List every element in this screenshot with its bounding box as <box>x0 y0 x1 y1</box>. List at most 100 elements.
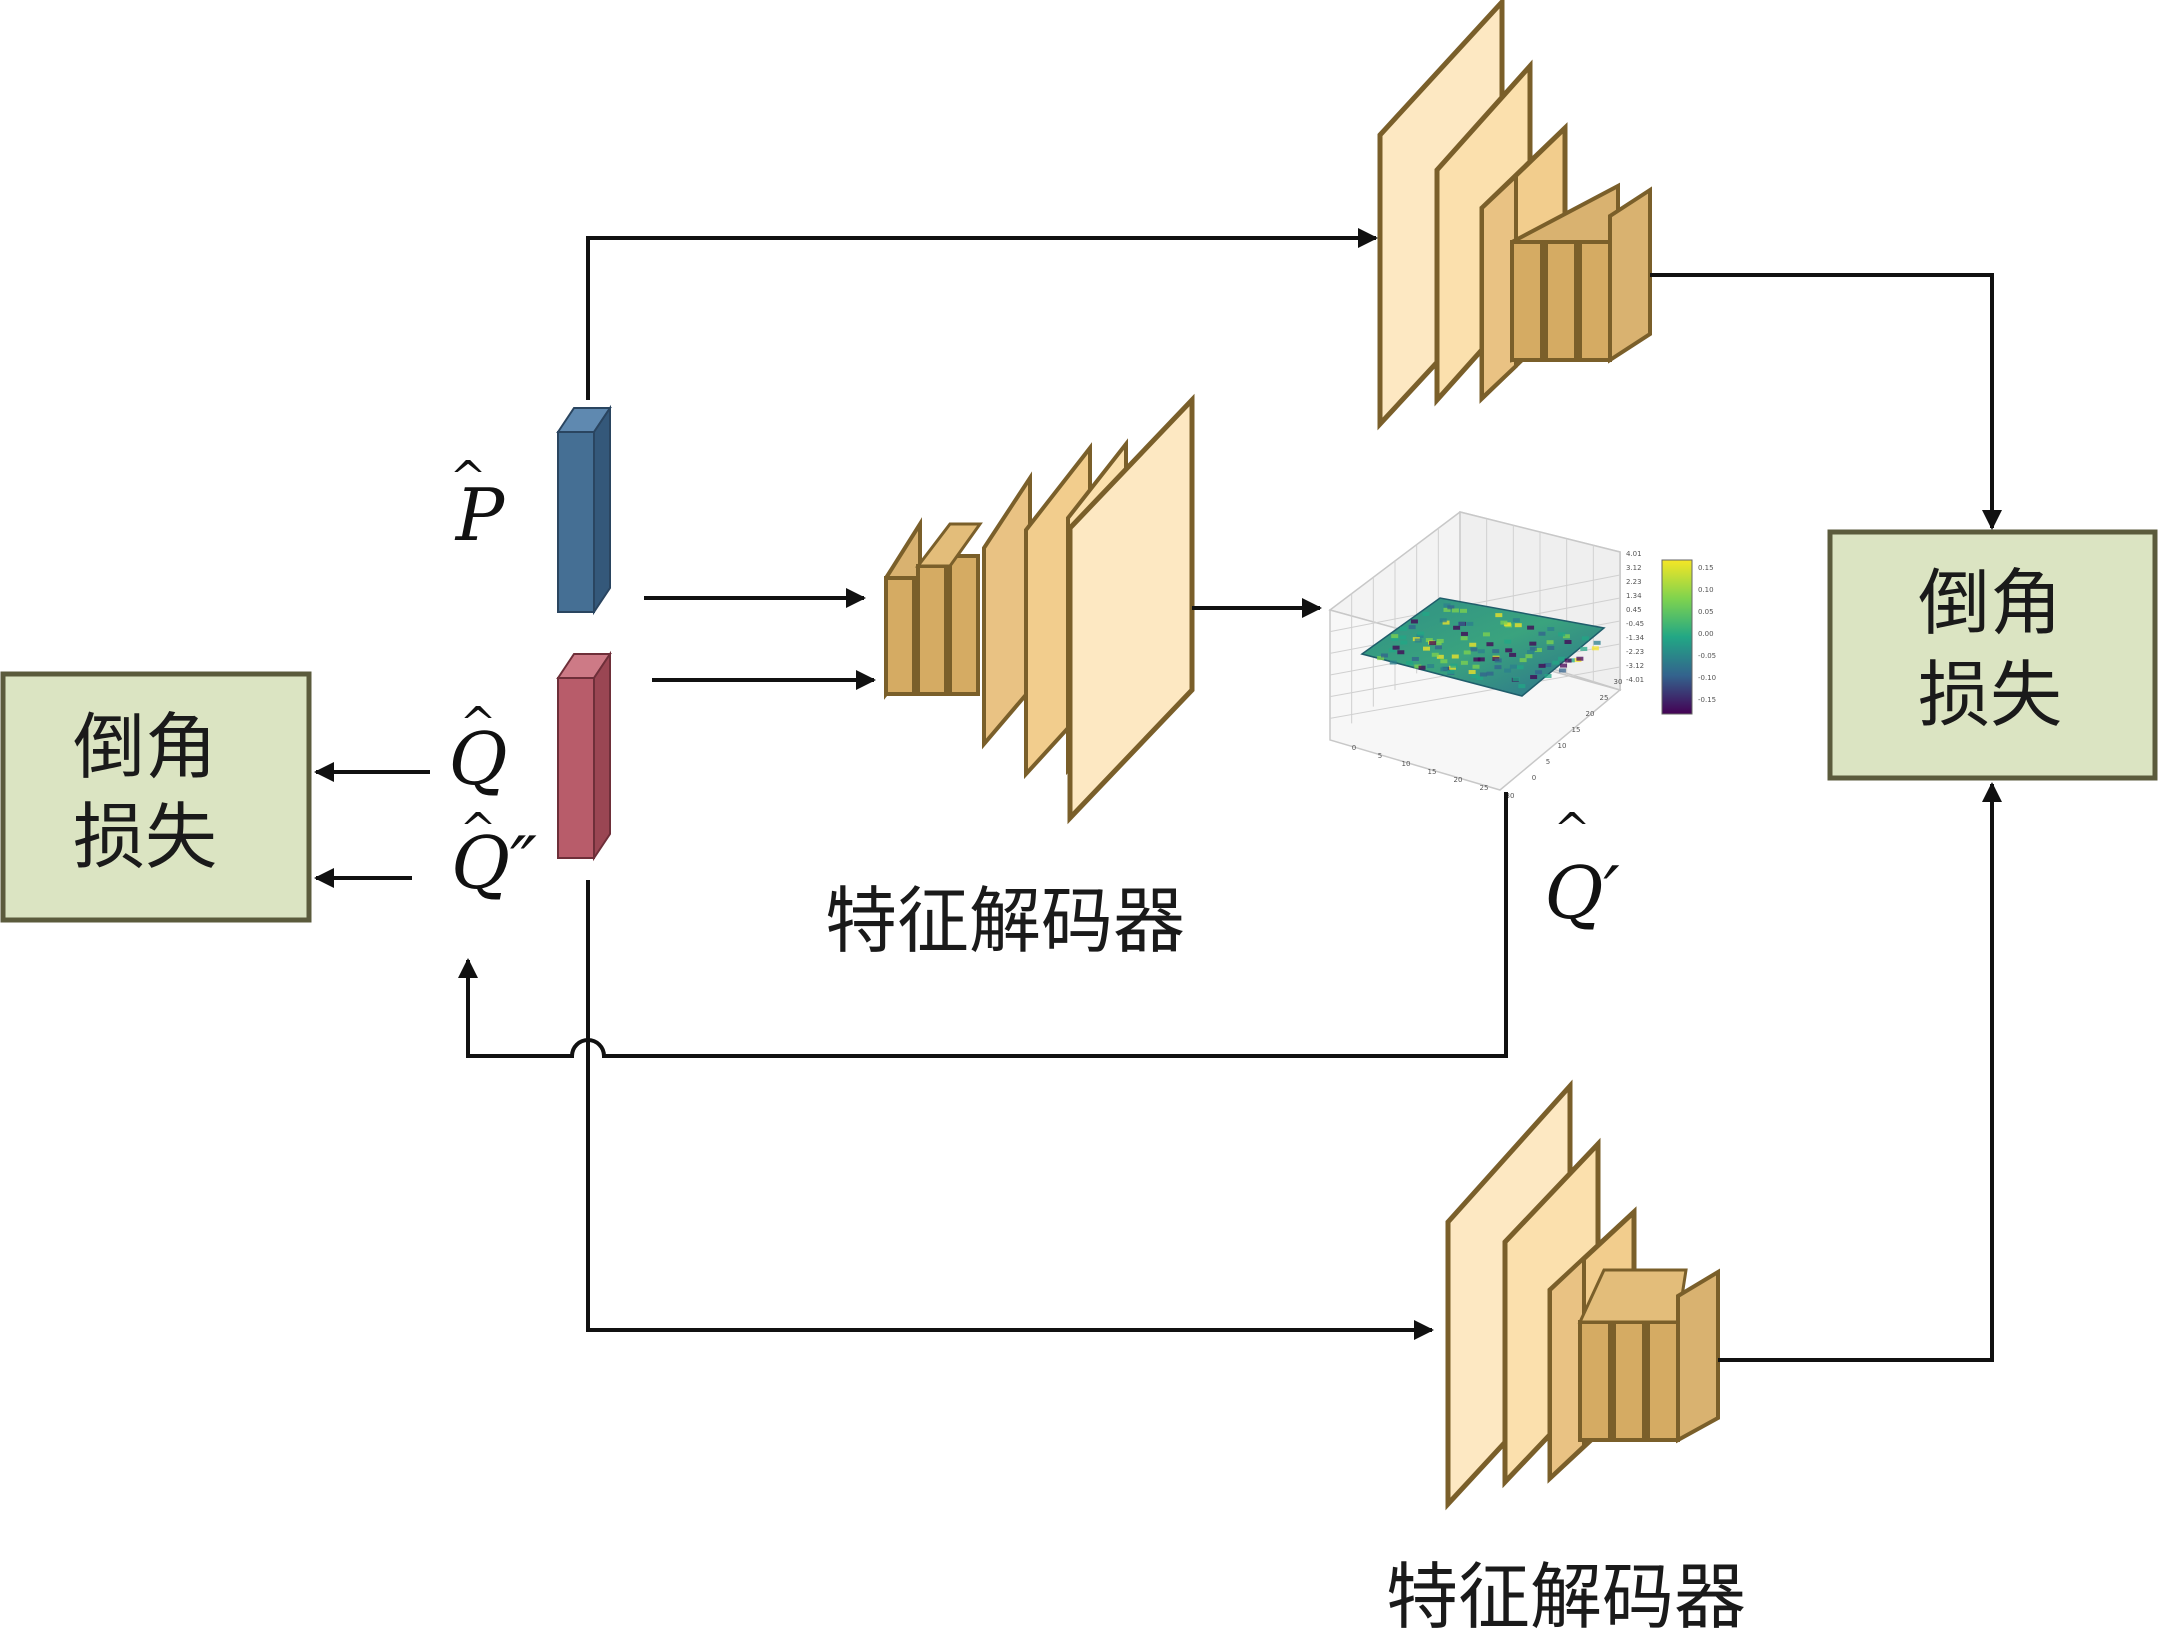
surface-cell <box>1451 608 1459 613</box>
x-tick-label: 20 <box>1454 776 1463 784</box>
left-loss-line1: 倒角 <box>73 705 217 789</box>
surface-cell <box>1397 650 1405 655</box>
surface-cell <box>1422 611 1430 616</box>
surface-cell <box>1417 631 1425 636</box>
surface-cell <box>1410 619 1418 624</box>
surface-cell <box>1470 647 1478 652</box>
surface-cell <box>1562 634 1570 639</box>
surface-cell <box>1418 665 1426 670</box>
left-loss-line2: 损失 <box>73 795 217 879</box>
surface-cell <box>1547 627 1555 632</box>
surface-cell <box>1525 654 1533 659</box>
surface-cell <box>1503 622 1511 627</box>
surface-cell <box>1494 665 1502 670</box>
surface-cell <box>1436 654 1444 659</box>
surface-cell <box>1414 638 1422 643</box>
grid-line <box>1329 574 1621 633</box>
right-loss-line2: 损失 <box>1918 653 2062 737</box>
y-tick-label: 20 <box>1586 710 1595 718</box>
surface-cell <box>1527 625 1535 630</box>
surface-cell <box>1377 656 1385 661</box>
left-chamfer-loss-box: 倒角 损失 <box>0 671 312 923</box>
z-tick-label: 0.45 <box>1626 606 1642 614</box>
surface-cell <box>1514 623 1522 628</box>
x-tick-label: 25 <box>1480 784 1489 792</box>
surface-cell <box>1380 653 1388 658</box>
surface-mesh <box>1360 597 1606 697</box>
surface-cell <box>1509 664 1517 669</box>
p-hat-latent-block <box>556 404 612 616</box>
surface-cell <box>1434 641 1442 646</box>
surface-cell <box>1552 660 1560 665</box>
surface-cell <box>1459 608 1467 613</box>
surface-cell <box>1580 646 1588 651</box>
edge-q-to-bottom-decoder <box>586 880 1434 1340</box>
surface-cell <box>1534 648 1542 653</box>
surface-cell <box>1427 664 1435 669</box>
surface-cell <box>1448 665 1456 670</box>
surface-cell <box>1504 668 1512 673</box>
surface-cell <box>1468 670 1476 675</box>
q-hat-prime-symbol: ^ Q′ <box>1544 804 1619 935</box>
svg-text:^: ^ <box>460 698 497 749</box>
surface-cell <box>1400 626 1408 631</box>
surface-cell <box>1411 656 1419 661</box>
surface-cell <box>1443 607 1451 612</box>
right-loss-line1: 倒角 <box>1918 561 2062 645</box>
surface-cell <box>1492 649 1500 654</box>
z-tick-label: -3.12 <box>1626 662 1644 670</box>
colorbar-tick-label: -0.05 <box>1698 652 1716 660</box>
colorbar-tick-label: 0.00 <box>1698 630 1714 638</box>
surface-cell <box>1558 656 1566 661</box>
surface-cell <box>1453 625 1461 630</box>
x-tick-label: 15 <box>1428 768 1437 776</box>
surface-cell <box>1406 660 1414 665</box>
x-tick-label: 5 <box>1378 752 1382 760</box>
colorbar-tick-label: -0.10 <box>1698 674 1716 682</box>
surface-cell <box>1391 634 1399 639</box>
q-hat-latent-block <box>556 650 612 862</box>
surface-cell <box>1436 638 1444 643</box>
surface-plot: 4.013.122.231.340.45-0.45-1.34-2.23-3.12… <box>1328 511 1716 800</box>
surface-cell <box>1495 613 1503 618</box>
z-tick-label: -2.23 <box>1626 648 1644 656</box>
surface-cell <box>1538 663 1546 668</box>
surface-cell <box>1482 632 1490 637</box>
q-hat-double-prime-symbol: ^ Q″ <box>451 804 537 905</box>
surface-cell <box>1431 652 1439 657</box>
edge-p-to-top-decoder <box>586 228 1378 400</box>
surface-cell <box>1564 658 1572 663</box>
surface-cell <box>1460 660 1468 665</box>
surface-cell <box>1447 605 1455 610</box>
surface-cell <box>1581 636 1589 641</box>
surface-cell <box>1535 670 1543 675</box>
surface-cell <box>1400 640 1408 645</box>
p-hat-symbol: ^ P <box>450 452 506 557</box>
surface-cell <box>1505 648 1513 653</box>
surface-cell <box>1466 621 1474 626</box>
middle-feature-decoder <box>884 393 1195 825</box>
surface-cell <box>1473 657 1481 662</box>
surface-cell <box>1500 620 1508 625</box>
y-tick-label: 30 <box>1614 678 1623 686</box>
bottom-feature-decoder <box>1445 1079 1720 1511</box>
surface-cell <box>1558 632 1566 637</box>
surface-cell <box>1451 654 1459 659</box>
surface-cell <box>1477 657 1485 662</box>
surface-cell <box>1480 672 1488 677</box>
top-feature-decoder <box>1377 0 1652 431</box>
surface-cell <box>1439 618 1447 623</box>
q-hat-symbol: ^ Q <box>448 698 507 801</box>
bottom-decoder-label: 特征解码器 <box>1386 1555 1746 1639</box>
surface-cell <box>1392 645 1400 650</box>
surface-cell <box>1519 658 1527 663</box>
surface-cell <box>1529 641 1537 646</box>
y-tick-label: 10 <box>1558 742 1567 750</box>
surface-cell <box>1399 635 1407 640</box>
x-tick-label: 30 <box>1506 792 1515 800</box>
surface-cell <box>1544 663 1552 668</box>
surface-cell <box>1463 650 1471 655</box>
